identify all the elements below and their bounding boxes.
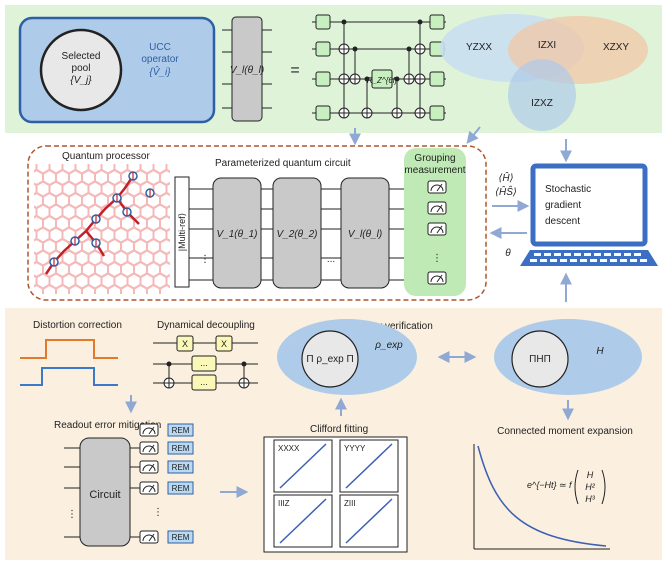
- gate-vl: [340, 177, 390, 289]
- readout-circuit-label: Circuit: [89, 489, 120, 501]
- venn-diagram: [440, 14, 648, 131]
- svg-text:REM: REM: [172, 463, 190, 472]
- formula-h1: H: [587, 470, 594, 480]
- clifford-plots: XXXX YYYY IIIZ ZIII: [273, 439, 399, 548]
- multi-ref-box: [174, 176, 190, 288]
- gate-v2-label: V_2(θ_2): [276, 229, 317, 240]
- svg-text:REM: REM: [172, 484, 190, 493]
- circuit-single-qubit-gates: [315, 14, 445, 121]
- cme-decay-curve: [477, 445, 607, 547]
- theta-label: θ: [505, 248, 511, 259]
- svg-text:REM: REM: [172, 426, 190, 435]
- pool-line2: pool: [72, 63, 91, 74]
- dd-targets: [163, 377, 250, 389]
- clifford-title: Clifford fitting: [310, 424, 368, 435]
- pool-line1: Selected: [62, 51, 101, 62]
- pqc-dots: ...: [327, 254, 335, 265]
- computer-line3: descent: [545, 216, 580, 227]
- venn-label-b: IZXI: [538, 40, 556, 51]
- ucc-line3: {V̂_i}: [149, 64, 171, 78]
- cnot-targets: [338, 43, 426, 119]
- meter-icons: [427, 180, 447, 285]
- h-label: H: [596, 346, 604, 357]
- distortion-title: Distortion correction: [33, 320, 122, 331]
- control-dots: [341, 19, 423, 82]
- svg-text:REM: REM: [172, 444, 190, 453]
- selected-pool-circle: [39, 28, 123, 112]
- formula-paren-right: [601, 469, 606, 505]
- readout-vdots-left: ⋮: [67, 509, 77, 520]
- expect-h: ⟨Ĥ⟩: [498, 171, 513, 184]
- distorted-pulse: [20, 339, 118, 359]
- dd-dots-2: ...: [200, 377, 208, 387]
- readout-circuit-box: [79, 437, 131, 547]
- pi-h-label: ΠHΠ: [529, 354, 551, 365]
- pqc-title: Parameterized quantum circuit: [215, 158, 351, 169]
- formula-h3: H³: [585, 494, 595, 504]
- computer-line1: Stochastic: [545, 184, 591, 195]
- formula-paren-left: [574, 469, 579, 505]
- ucc-line2: operator: [141, 54, 179, 65]
- readout-vdots-right: ⋮: [153, 507, 163, 518]
- rem-column: REM REM REM REM REM: [139, 423, 194, 544]
- arrow-venn-to-measurement: [466, 126, 481, 144]
- corrected-pulse: [20, 367, 118, 386]
- computer-line2: gradient: [545, 200, 581, 211]
- svg-text:XXXX: XXXX: [278, 444, 300, 453]
- vl-gate-label: V_l(θ_l): [230, 65, 264, 76]
- grouping-measurement-box: [404, 148, 466, 296]
- quantum-processor-lattice: [34, 164, 170, 294]
- grouping-line1: Grouping: [414, 153, 455, 164]
- dynamical-title: Dynamical decoupling: [157, 320, 255, 331]
- dd-dots-1: ...: [200, 358, 208, 368]
- multi-ref-label: |Multi-ref⟩: [177, 213, 187, 251]
- formula-h2: H²: [585, 482, 595, 492]
- pi-h-circle: [511, 330, 569, 388]
- dd-x-1: X: [182, 339, 188, 349]
- gate-v1: [212, 177, 262, 289]
- venn-label-c: XZXY: [603, 42, 629, 53]
- expect-hs: ⟨ĤŜ⟩: [495, 185, 517, 198]
- svg-text:YYYY: YYYY: [344, 444, 366, 453]
- venn-label-d: IZXZ: [531, 98, 553, 109]
- computer-icon: [520, 163, 658, 266]
- ucc-line1: UCC: [149, 42, 171, 53]
- pi-rho-label: Π ρ_exp Π: [306, 354, 353, 365]
- pool-line3: {V_j}: [70, 75, 92, 86]
- rz-gate-label: R_Z^{θl}: [367, 76, 398, 85]
- grouping-line2: measurement: [404, 165, 465, 176]
- equals-sign: =: [290, 62, 299, 79]
- gate-v2: [272, 177, 322, 289]
- svg-text:ZIII: ZIII: [344, 499, 356, 508]
- gate-vl-label: V_l(θ_l): [348, 229, 382, 240]
- readout-title: Readout error mitigation: [54, 420, 161, 431]
- grouping-vdots: ⋮: [432, 253, 442, 264]
- connected-title: Connected moment expansion: [497, 426, 633, 437]
- venn-label-a: YZXX: [466, 42, 492, 53]
- vl-gate-block: [222, 16, 272, 122]
- dd-x-2: X: [221, 339, 227, 349]
- svg-text:IIIZ: IIIZ: [278, 499, 290, 508]
- svg-text:REM: REM: [172, 533, 190, 542]
- formula-lhs: e^{−Ht} ≃ f: [527, 480, 573, 490]
- dd-control-1: [166, 361, 172, 367]
- dd-control-2: [241, 361, 247, 367]
- pqc-vdots: ⋮: [200, 254, 210, 265]
- gate-v1-label: V_1(θ_1): [216, 229, 257, 240]
- dd-gates: [176, 335, 233, 391]
- rho-exp-label: ρ_exp: [374, 340, 403, 351]
- middle-dashed-frame: [27, 145, 487, 301]
- quantum-processor-title: Quantum processor: [62, 151, 150, 162]
- pi-rho-circle: [301, 330, 359, 388]
